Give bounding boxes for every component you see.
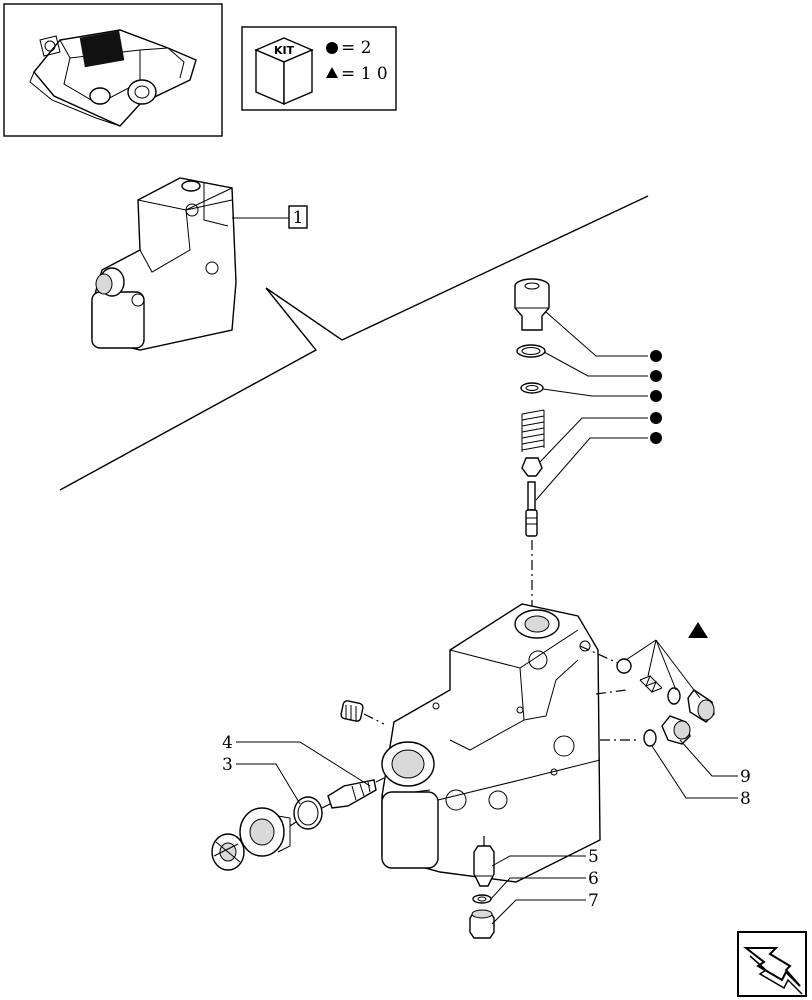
screw-5 — [473, 845, 495, 887]
left-side-parts — [211, 700, 385, 871]
thumbnail-box — [3, 3, 223, 137]
bottom-parts — [469, 836, 586, 939]
callout-5: 5 — [588, 847, 599, 867]
spring — [521, 409, 545, 452]
triangle-symbol-icon — [326, 67, 338, 78]
valve-cap — [514, 278, 550, 331]
leader-6 — [489, 877, 586, 901]
kit-triangle-count: = 1 0 — [341, 64, 388, 84]
kit-triangle-marker — [688, 622, 708, 638]
seal-washer-upper — [667, 687, 681, 705]
seal-washer-8 — [643, 729, 657, 747]
kit-box-icon: KIT — [254, 37, 314, 106]
vertical-part-stack — [514, 278, 550, 610]
leader-4 — [236, 741, 371, 787]
callout-7: 7 — [588, 891, 599, 911]
callout-9: 9 — [740, 767, 751, 787]
thumbnail-assembly-image — [29, 29, 197, 127]
kit-dot-5 — [650, 432, 662, 444]
leader-5 — [491, 855, 586, 867]
plug-upper — [687, 689, 715, 723]
fitting — [239, 807, 291, 857]
kit-dot-2 — [650, 370, 662, 382]
poppet — [521, 457, 543, 477]
kit-dot-4 — [650, 412, 662, 424]
callout-8: 8 — [740, 789, 751, 809]
plug-7 — [469, 909, 495, 939]
kit-circle-markers — [535, 311, 662, 501]
callout-box-1 — [288, 205, 308, 229]
right-side-parts — [579, 622, 738, 799]
cap-nut — [211, 833, 245, 871]
leader-7 — [491, 899, 586, 925]
kit-dot-1 — [650, 350, 662, 362]
leader-9 — [679, 739, 738, 777]
callout-numbers: 4 3 5 6 7 9 8 — [222, 733, 751, 911]
callout-4: 4 — [222, 733, 233, 753]
small-spring — [639, 675, 663, 693]
ball — [616, 658, 632, 674]
kit-label: KIT — [274, 44, 295, 57]
set-screw-4 — [327, 779, 377, 809]
next-arrow-icon — [743, 947, 803, 995]
plug-9 — [661, 715, 691, 745]
next-page-button[interactable] — [737, 931, 807, 997]
washer-6 — [472, 894, 492, 904]
kit-dot-3 — [650, 390, 662, 402]
o-ring-lower — [520, 382, 544, 394]
o-ring-upper — [516, 344, 546, 358]
leader-3 — [236, 763, 301, 805]
kit-circle-count: = 2 — [341, 38, 371, 58]
callout-6: 6 — [588, 869, 599, 889]
plug-small-top — [340, 700, 364, 722]
section-separator-line — [59, 195, 649, 491]
circle-symbol-icon — [326, 42, 338, 54]
callout-1: 1 — [293, 208, 304, 228]
valve-housing — [381, 603, 601, 883]
valve-pin — [525, 481, 538, 537]
leader-8 — [651, 745, 738, 799]
callout-3: 3 — [222, 755, 233, 775]
assembled-valve-small — [91, 177, 237, 351]
kit-legend: KIT = 2 = 1 0 — [241, 26, 397, 111]
